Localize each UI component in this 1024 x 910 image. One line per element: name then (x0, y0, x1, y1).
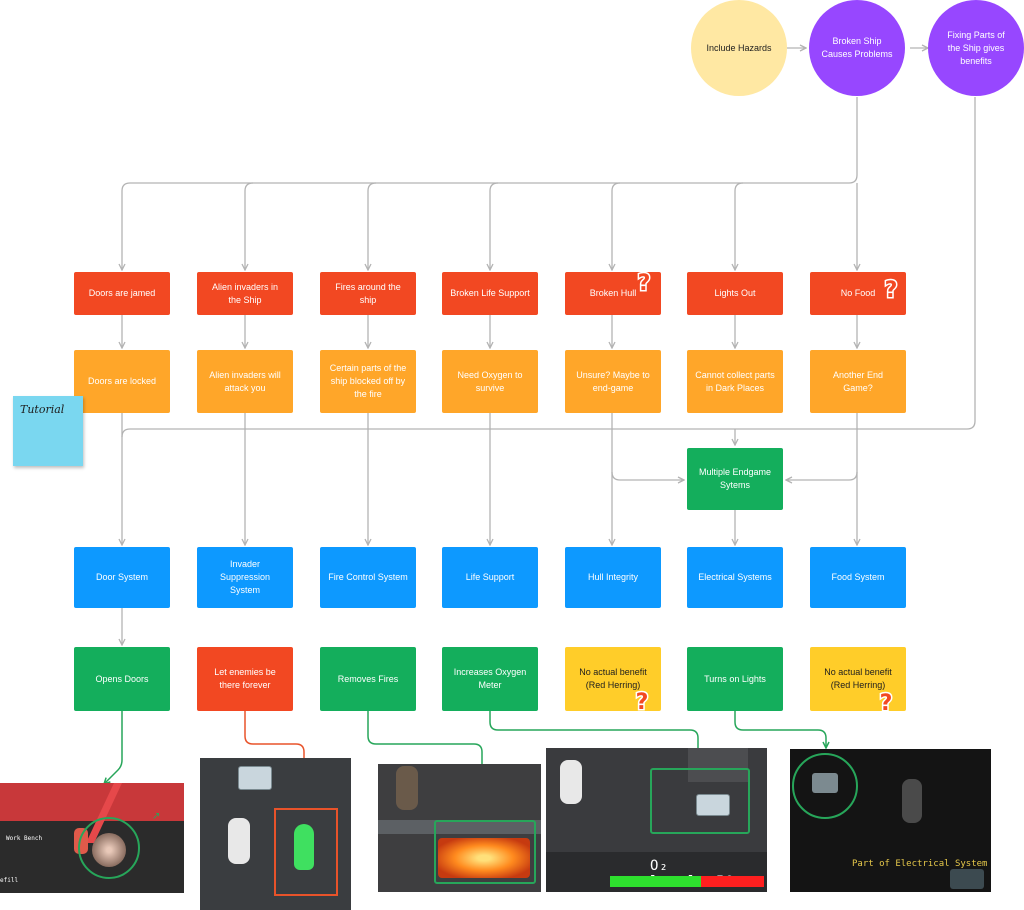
system-food[interactable]: Food System (810, 547, 906, 608)
question-mark-icon: ? (883, 277, 899, 301)
broken-ship-node[interactable]: Broken Ship Causes Problems (809, 0, 905, 96)
problem-doors-jammed[interactable]: Doors are jamed (74, 272, 170, 315)
fixing-parts-node[interactable]: Fixing Parts of the Ship gives benefits (928, 0, 1024, 96)
problem-alien-invaders[interactable]: Alien invaders in the Ship (197, 272, 293, 315)
multiple-endgame-node[interactable]: Multiple Endgame Sytems (687, 448, 783, 510)
effect-another-endgame[interactable]: Another End Game? (810, 350, 906, 413)
system-electrical[interactable]: Electrical Systems (687, 547, 783, 608)
benefit-increases-oxygen[interactable]: Increases Oxygen Meter (442, 647, 538, 711)
refill-label: efill (0, 877, 19, 884)
benefit-enemies-forever[interactable]: Let enemies be there forever (197, 647, 293, 711)
alien-screenshot (200, 758, 351, 910)
svg-text:?: ? (638, 271, 651, 294)
electrical-screenshot: Part of Electrical System (790, 749, 991, 892)
svg-text:?: ? (636, 690, 649, 713)
fire-screenshot (378, 764, 541, 892)
problem-fires[interactable]: Fires around the ship (320, 272, 416, 315)
electrical-caption: Part of Electrical System (852, 859, 988, 869)
benefit-red-herring-food[interactable]: No actual benefit (Red Herring) (810, 647, 906, 711)
wall-panel (688, 748, 748, 782)
benefit-removes-fires[interactable]: Removes Fires (320, 647, 416, 711)
crate-icon (696, 794, 730, 816)
include-hazards-node[interactable]: Include Hazards (691, 0, 787, 96)
work-bench-label: Work Bench (6, 835, 43, 842)
benefit-red-herring-hull[interactable]: No actual benefit (Red Herring) (565, 647, 661, 711)
system-fire-control[interactable]: Fire Control System (320, 547, 416, 608)
svg-text:?: ? (885, 278, 898, 301)
o2-bar (610, 876, 764, 887)
crate-icon (812, 773, 838, 793)
highlight-circle (792, 753, 858, 819)
benefit-turns-on-lights[interactable]: Turns on Lights (687, 647, 783, 711)
highlight-box (274, 808, 338, 896)
crate-icon (238, 766, 272, 790)
o2-bar-fill (610, 876, 701, 887)
problem-broken-hull[interactable]: Broken Hull (565, 272, 661, 315)
fire-sprite (438, 838, 530, 878)
astronaut-sprite (560, 760, 582, 804)
question-mark-icon: ? (634, 689, 650, 713)
effect-doors-locked[interactable]: Doors are locked (74, 350, 170, 413)
oxygen-screenshot: O₂ level 59% (546, 748, 767, 892)
effect-aliens-attack[interactable]: Alien invaders will attack you (197, 350, 293, 413)
astronaut-sprite (396, 766, 418, 810)
highlight-circle (78, 817, 140, 879)
question-mark-icon: ? (636, 270, 652, 294)
effect-need-oxygen[interactable]: Need Oxygen to survive (442, 350, 538, 413)
effect-parts-blocked[interactable]: Certain parts of the ship blocked off by… (320, 350, 416, 413)
system-hull-integrity[interactable]: Hull Integrity (565, 547, 661, 608)
tutorial-sticky-note[interactable]: Tutorial (13, 396, 83, 466)
arrow-icon: ↗ (152, 811, 161, 822)
system-invader-suppression[interactable]: Invader Suppression System (197, 547, 293, 608)
highlight-box (650, 768, 750, 834)
door-screenshot: Work Bench efill ↗ (0, 783, 184, 893)
astronaut-sprite (228, 818, 250, 864)
question-mark-icon: ? (878, 690, 894, 714)
astronaut-sprite (902, 779, 922, 823)
svg-text:?: ? (880, 691, 893, 714)
crate-icon (950, 869, 984, 889)
effect-unsure-endgame[interactable]: Unsure? Maybe to end-game (565, 350, 661, 413)
problem-lights-out[interactable]: Lights Out (687, 272, 783, 315)
wall-panel (0, 783, 184, 821)
alien-sprite (294, 824, 314, 870)
walkway (378, 820, 541, 834)
benefit-opens-doors[interactable]: Opens Doors (74, 647, 170, 711)
effect-cannot-collect[interactable]: Cannot collect parts in Dark Places (687, 350, 783, 413)
system-life-support[interactable]: Life Support (442, 547, 538, 608)
problem-no-food[interactable]: No Food (810, 272, 906, 315)
problem-life-support[interactable]: Broken Life Support (442, 272, 538, 315)
system-door[interactable]: Door System (74, 547, 170, 608)
highlight-box (434, 820, 536, 884)
